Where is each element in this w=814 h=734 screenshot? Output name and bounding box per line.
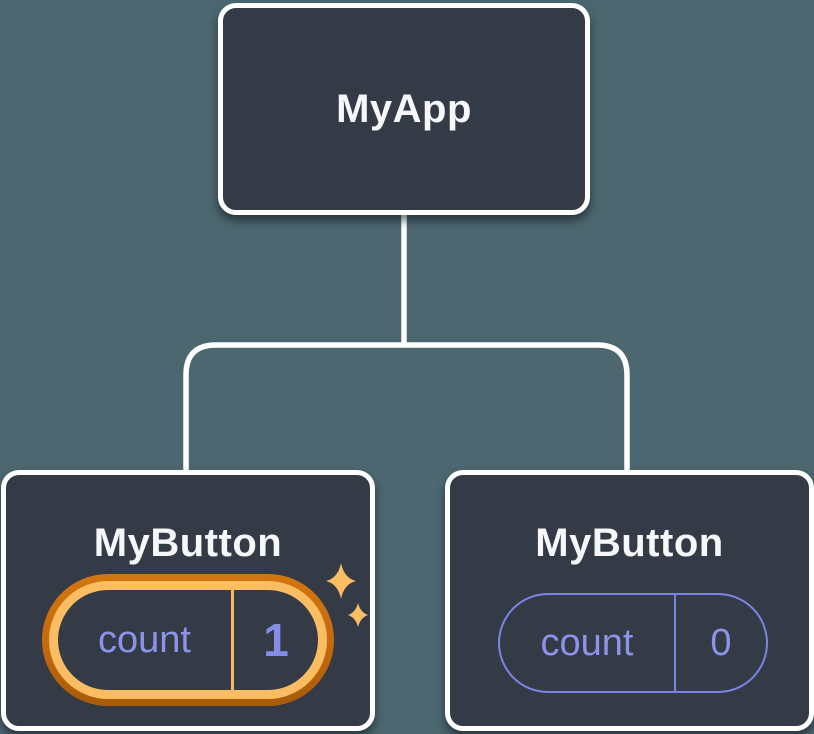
state-pill-gold-ring: count 1 bbox=[49, 581, 327, 699]
state-key-label: count bbox=[98, 618, 191, 661]
state-value-label: 0 bbox=[710, 621, 732, 664]
state-value-cell: 1 bbox=[234, 590, 318, 690]
node-title: MyApp bbox=[336, 86, 472, 131]
node-title: MyButton bbox=[535, 521, 724, 565]
component-node-button-right: MyButton count 0 bbox=[445, 470, 814, 731]
state-key-cell: count bbox=[500, 595, 676, 691]
state-key-cell: count bbox=[58, 590, 234, 690]
state-value-cell: 0 bbox=[676, 595, 766, 691]
state-key-label: count bbox=[540, 621, 634, 664]
state-pill-highlighted: count 1 bbox=[42, 574, 334, 706]
node-title: MyButton bbox=[93, 521, 283, 565]
state-pill: count 0 bbox=[498, 593, 768, 693]
component-node-root: MyApp bbox=[218, 3, 590, 215]
state-value-label: 1 bbox=[263, 614, 289, 666]
component-node-button-left: MyButton count 1 bbox=[1, 470, 375, 731]
